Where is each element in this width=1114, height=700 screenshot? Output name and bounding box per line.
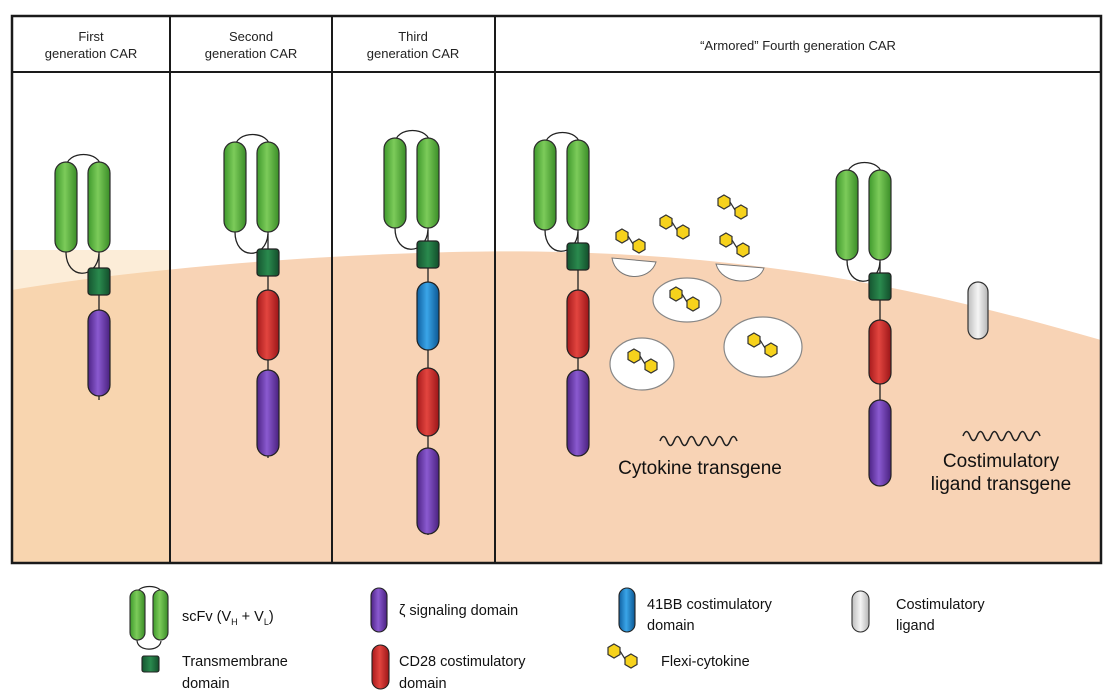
panel-3-title-line1: Third <box>398 29 428 44</box>
costim-transgene-label-line2: ligand transgene <box>931 474 1072 495</box>
legend-cd28-icon <box>371 644 390 690</box>
third-gen-car <box>383 129 440 535</box>
fourth-gen-car-costim <box>835 161 892 487</box>
legend-41bb-icon <box>618 587 636 633</box>
panel-4-title: “Armored” Fourth generation CAR <box>700 38 896 53</box>
panel-1-title-line2: generation CAR <box>45 46 138 61</box>
costimulatory-transgene-icon <box>962 430 1041 442</box>
first-panel-tint <box>12 250 170 563</box>
panel-1-title-line1: First <box>78 29 104 44</box>
legend-cd28-label-line1: CD28 costimulatory <box>399 654 526 670</box>
legend-costim-label-line1: Costimulatory <box>896 597 985 613</box>
legend-scfv-label: scFv (VH + VL) <box>182 609 274 627</box>
cell-membrane <box>12 251 1101 563</box>
legend: scFv (VH + VL) Transmembrane domain ζ si… <box>129 585 985 692</box>
legend-transmembrane-icon <box>141 655 160 673</box>
flexi-cytokine-icon <box>719 232 750 258</box>
legend-41bb-label-line2: domain <box>647 618 695 634</box>
legend-41bb-label-line1: 41BB costimulatory <box>647 597 773 613</box>
cytokine-transgene-icon <box>659 435 738 447</box>
transmembrane-domain <box>566 242 590 271</box>
transmembrane-domain <box>868 272 892 301</box>
panel-2-title-line2: generation CAR <box>205 46 298 61</box>
legend-zeta-icon <box>370 587 388 633</box>
zeta-signaling-domain <box>566 369 590 457</box>
flexi-cytokine-icon <box>717 194 748 220</box>
legend-flexi-cytokine-label: Flexi-cytokine <box>661 654 750 670</box>
diagram-frame <box>10 14 1103 565</box>
zeta-signaling-domain <box>256 369 280 457</box>
secretion-pore-2 <box>715 263 765 282</box>
41bb-costimulatory-domain <box>416 281 440 351</box>
panel-2-title-line1: Second <box>229 29 273 44</box>
secretory-vesicle <box>609 337 675 391</box>
costimulatory-ligand <box>967 281 989 340</box>
fourth-gen-car-cytokine <box>533 131 590 457</box>
panel-3-title-line2: generation CAR <box>367 46 460 61</box>
zeta-signaling-domain <box>868 399 892 487</box>
legend-cd28-label-line2: domain <box>399 676 447 692</box>
legend-costim-label-line2: ligand <box>896 618 935 634</box>
cd28-costimulatory-domain <box>416 367 440 437</box>
cd28-costimulatory-domain <box>868 319 892 385</box>
transmembrane-domain <box>256 248 280 277</box>
zeta-signaling-domain <box>416 447 440 535</box>
scfv-domain <box>835 161 892 282</box>
legend-zeta-label: ζ signaling domain <box>399 603 518 619</box>
zeta-signaling-domain <box>87 309 111 397</box>
legend-scfv-icon <box>129 585 169 650</box>
first-gen-car <box>54 153 111 400</box>
flexi-cytokine-icon <box>659 214 690 240</box>
scfv-domain <box>533 131 590 252</box>
scfv-domain <box>383 129 440 250</box>
cd28-costimulatory-domain <box>566 289 590 359</box>
legend-transmembrane-label-line1: Transmembrane <box>182 654 288 670</box>
costim-transgene-label-line1: Costimulatory <box>943 451 1060 472</box>
legend-flexi-cytokine-icon <box>607 643 638 669</box>
secretion-pore-1 <box>611 257 657 277</box>
transmembrane-domain <box>87 267 111 296</box>
scfv-domain <box>223 133 280 254</box>
transmembrane-domain <box>416 240 440 269</box>
secretory-vesicle <box>723 316 803 378</box>
legend-costimulatory-ligand-icon <box>851 590 870 633</box>
flexi-cytokine-icon <box>615 228 646 254</box>
second-gen-car <box>223 133 280 458</box>
cd28-costimulatory-domain <box>256 289 280 361</box>
cytokine-transgene-label: Cytokine transgene <box>618 458 782 479</box>
legend-transmembrane-label-line2: domain <box>182 676 230 692</box>
